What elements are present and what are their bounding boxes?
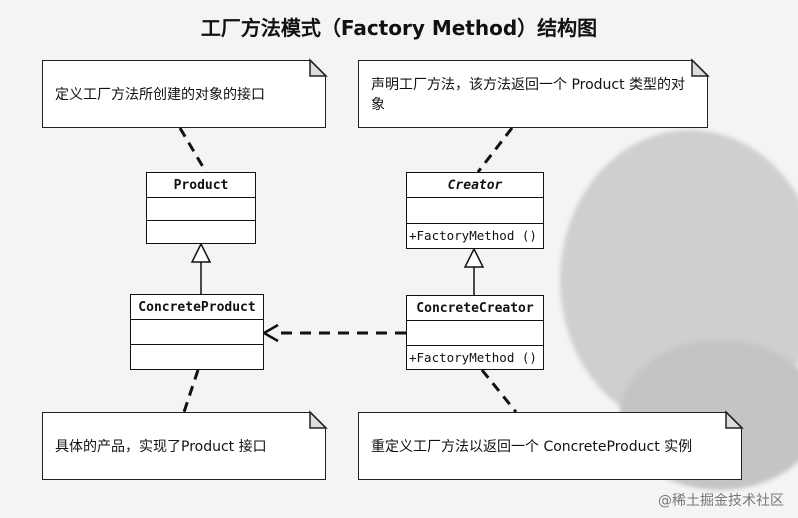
concrete-creator-class-name: ConcreteCreator (407, 296, 543, 321)
concrete-product-note: 具体的产品，实现了Product 接口 (42, 412, 326, 480)
diagram-title: 工厂方法模式（Factory Method）结构图 (200, 16, 598, 40)
product-class: Product (146, 172, 256, 244)
concrete-creator-note-anchor (480, 369, 518, 413)
product-note-text: 定义工厂方法所创建的对象的接口 (55, 87, 265, 103)
concrete-product-class: ConcreteProduct (130, 294, 264, 370)
concrete-product-note-text: 具体的产品，实现了Product 接口 (55, 439, 267, 455)
concrete-creator-note-text: 重定义工厂方法以返回一个 ConcreteProduct 实例 (371, 439, 693, 455)
concrete-creator-class: ConcreteCreator +FactoryMethod () (406, 295, 544, 370)
concrete-creator-operation: +FactoryMethod () (409, 349, 537, 365)
watermark: @稀土掘金技术社区 (658, 493, 784, 509)
product-note: 定义工厂方法所创建的对象的接口 (42, 60, 326, 128)
creator-attributes (407, 198, 543, 224)
dependency-arrowhead (261, 323, 279, 343)
product-class-name: Product (147, 173, 255, 198)
product-operations (147, 221, 255, 243)
concrete-product-note-anchor (182, 369, 200, 413)
concrete-creator-attributes (407, 321, 543, 346)
creator-note-anchor (476, 127, 514, 173)
product-generalization-arrow (190, 242, 212, 263)
creator-generalization-arrow (463, 247, 485, 268)
creator-class: Creator +FactoryMethod () (406, 172, 544, 249)
creator-operation: +FactoryMethod () (409, 228, 537, 244)
product-attributes (147, 198, 255, 221)
concrete-creator-note: 重定义工厂方法以返回一个 ConcreteProduct 实例 (358, 412, 742, 480)
creator-note: 声明工厂方法，该方法返回一个 Product 类型的对象 (358, 60, 708, 128)
creator-note-text: 声明工厂方法，该方法返回一个 Product 类型的对象 (371, 77, 686, 113)
creator-class-name: Creator (407, 173, 543, 198)
concrete-product-operations (131, 345, 263, 369)
concrete-product-class-name: ConcreteProduct (131, 295, 263, 320)
concrete-product-attributes (131, 320, 263, 345)
product-note-anchor (178, 127, 208, 173)
